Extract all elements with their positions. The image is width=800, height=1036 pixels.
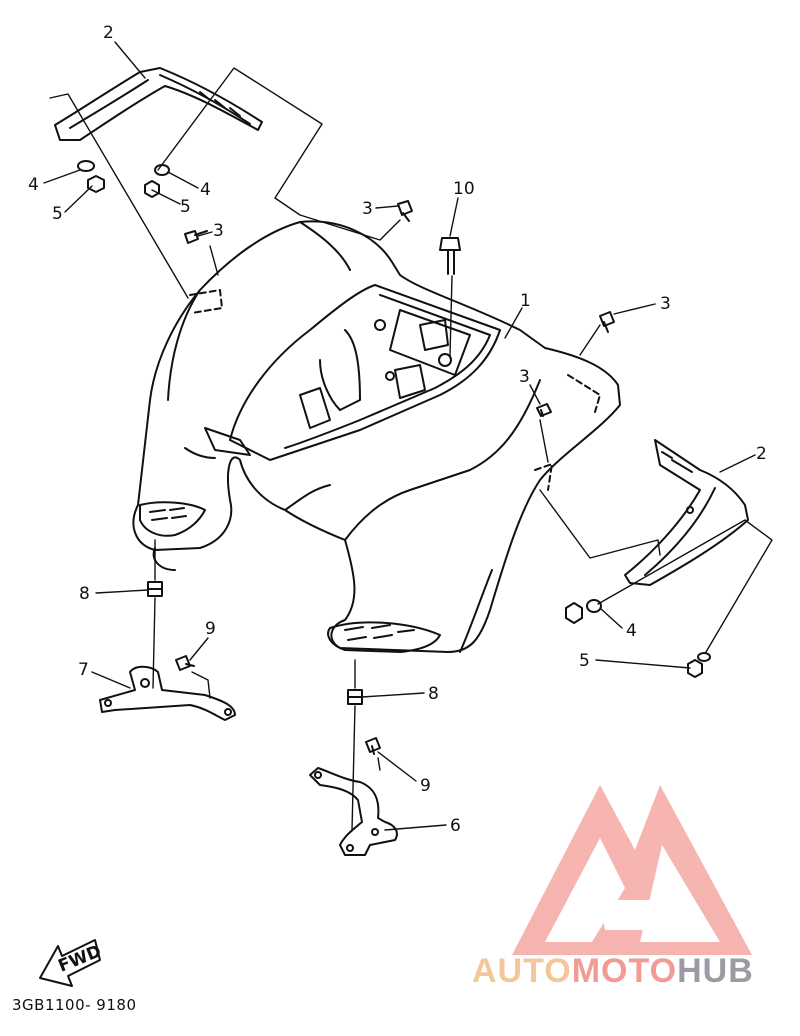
left-foot-grip: [139, 501, 206, 537]
callout-4: 4: [28, 175, 39, 195]
callout-3: 3: [519, 367, 530, 387]
brand-part-auto: AUTO: [472, 952, 572, 990]
callout-5: 5: [180, 197, 191, 217]
brand-part-hub: HUB: [677, 952, 754, 990]
callout-3: 3: [213, 221, 224, 241]
right-mud-guard: [624, 439, 749, 586]
left-bracket: [99, 665, 236, 721]
callout-8: 8: [79, 584, 90, 604]
watermark-brand: AUTOMOTOHUB: [472, 952, 754, 991]
leader-lines: [43, 41, 773, 831]
callout-5: 5: [52, 204, 63, 224]
fwd-arrow-icon: [39, 939, 101, 987]
callout-6: 6: [450, 816, 461, 836]
right-foot-grip: [327, 621, 441, 653]
callout-4: 4: [626, 621, 637, 641]
left-mud-guard: [54, 67, 263, 141]
callout-7: 7: [78, 660, 89, 680]
callout-5: 5: [579, 651, 590, 671]
callout-2: 2: [756, 444, 767, 464]
callout-1: 1: [520, 291, 531, 311]
right-bracket: [309, 767, 398, 856]
fasteners: [77, 160, 711, 755]
callout-3: 3: [362, 199, 373, 219]
brand-part-moto: MOTO: [571, 952, 678, 990]
part-number: 3GB1100- 9180: [12, 996, 137, 1014]
mount-marks: [189, 289, 601, 491]
callout-3: 3: [660, 294, 671, 314]
callout-10: 10: [453, 179, 475, 199]
callout-9: 9: [205, 619, 216, 639]
watermark-logo: [512, 785, 752, 955]
callout-4: 4: [200, 180, 211, 200]
fender-storage-tray: [184, 284, 501, 461]
callout-9: 9: [420, 776, 431, 796]
front-fender-outline: [132, 220, 621, 653]
callout-8: 8: [428, 684, 439, 704]
callout-2: 2: [103, 23, 114, 43]
